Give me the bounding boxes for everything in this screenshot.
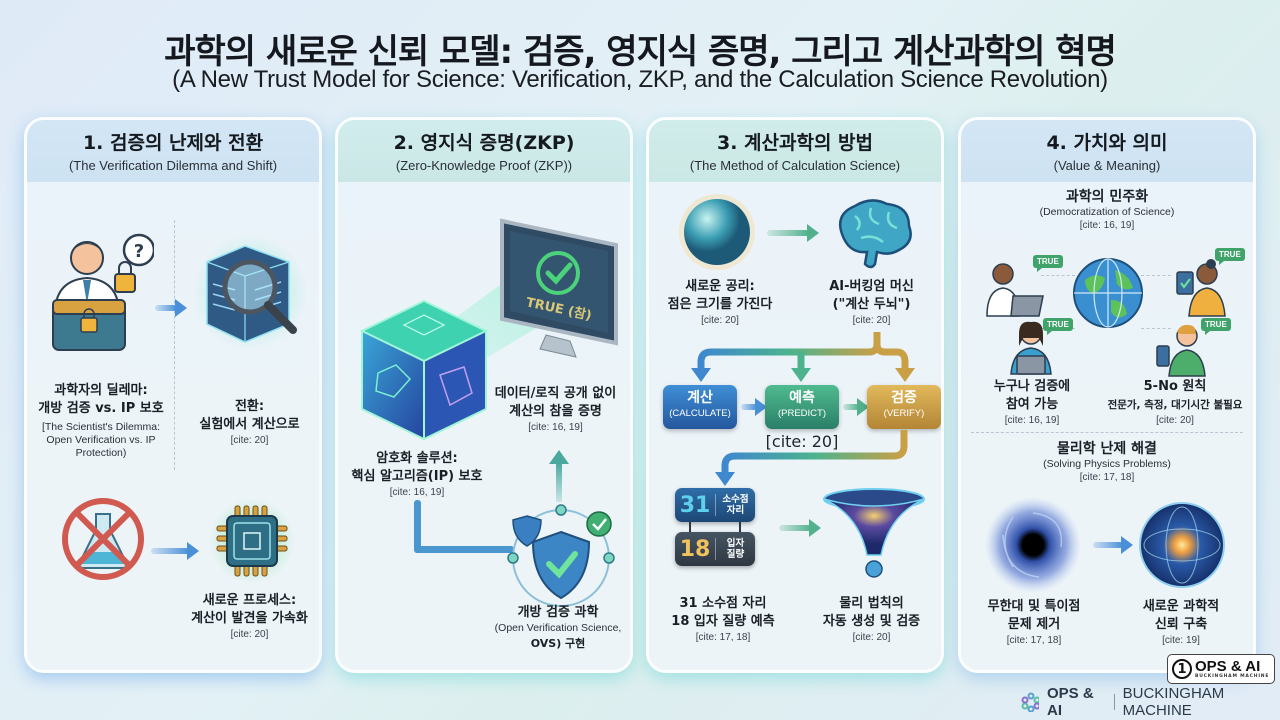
shift-label: 전환: 실험에서 계산으로 [cite: 20]: [199, 399, 300, 446]
panel-value-meaning: 4. 가치와 의미 (Value & Meaning) 과학의 민주화 (Dem…: [958, 117, 1256, 673]
person-laptop-icon: [1010, 321, 1052, 375]
arrow-right-icon: [1093, 536, 1133, 554]
brand-tagline: BUCKINGHAM MACHINE: [1122, 685, 1225, 719]
arrow-right-icon: [741, 398, 767, 416]
scientific-trust-label: 새로운 과학적 신뢰 구축 [cite: 19]: [1142, 599, 1220, 646]
zkp-proof-label: 데이터/로직 공개 없이 계산의 참을 증명 [cite: 16, 19]: [494, 386, 617, 433]
panel-subtitle: (The Method of Calculation Science): [689, 158, 901, 173]
true-tag: TRUE: [1043, 318, 1073, 335]
brand-name: OPS & AI: [1046, 685, 1094, 719]
panel-subtitle: (Zero-Knowledge Proof (ZKP)): [395, 158, 573, 173]
ops-ai-badge: 1 OPS & AI BUCKINGHAM MACHINE: [1167, 654, 1275, 684]
crypto-solution-label: 암호화 솔루션: 핵심 알고리즘(IP) 보호 [cite: 16, 19]: [351, 451, 483, 498]
buckingham-machine-label: AI-버킹엄 머신 ("계산 두뇌") [cite: 20]: [829, 279, 914, 326]
singularity-label: 무한대 및 특이점 문제 제거 [cite: 17, 18]: [987, 599, 1081, 646]
scientist-laptop-icon: [986, 263, 1044, 317]
server-magnifier-icon: [195, 234, 308, 350]
new-process-label: 새로운 프로세스: 계산이 발견을 가속화 [cite: 20]: [191, 593, 308, 640]
no-lab-flask-icon: [62, 498, 144, 580]
prediction-label: 31 소수점 자리 18 입자 질량 예측 [cite: 17, 18]: [671, 596, 775, 643]
true-tag: TRUE: [1215, 248, 1245, 265]
anyone-verify-label: 누구나 검증에 참여 가능 [cite: 16, 19]: [993, 379, 1071, 426]
panel-subtitle: (The Verification Dilemma and Shift): [68, 158, 278, 173]
arrow-right-icon: [843, 398, 869, 416]
page-title: 과학의 새로운 신뢰 모델: 검증, 영지식 증명, 그리고 계산과학의 혁명: [164, 32, 1117, 72]
step-predict: 예측 (PREDICT): [765, 385, 839, 429]
panel-title: 2. 영지식 증명(ZKP): [393, 132, 575, 154]
brand-separator: [1113, 694, 1115, 710]
true-tag: TRUE: [1201, 318, 1231, 335]
panel-verification-dilemma: 1. 검증의 난제와 전환 (The Verification Dilemma …: [24, 117, 322, 673]
physics-laws-label: 물리 법칙의 자동 생성 및 검증 [cite: 20]: [822, 596, 921, 643]
panel-header: 2. 영지식 증명(ZKP) (Zero-Knowledge Proof (ZK…: [338, 120, 630, 182]
panel-zkp: 2. 영지식 증명(ZKP) (Zero-Knowledge Proof (ZK…: [335, 117, 633, 673]
connector-line: [739, 522, 741, 532]
badge-title: OPS & AI: [1195, 658, 1261, 675]
cosmic-funnel-icon: [823, 488, 925, 578]
steps-cite: [cite: 20]: [765, 432, 839, 451]
return-arrow-icon: [715, 430, 908, 486]
crypto-cube-icon: [359, 299, 489, 441]
arrow-right-icon: [151, 542, 199, 560]
step-calculate: 계산 (CALCULATE): [663, 385, 737, 429]
globe-icon: [1073, 258, 1143, 328]
brain-icon: [838, 199, 912, 269]
footer-brand: OPS & AI BUCKINGHAM MACHINE: [1021, 685, 1280, 719]
step-verify: 검증 (VERIFY): [867, 385, 941, 429]
new-axiom-label: 새로운 공리: 점은 크기를 가진다 [cite: 20]: [667, 279, 773, 326]
democratization-heading: 과학의 민주화 (Democratization of Science) [ci…: [1039, 189, 1175, 231]
connector-line: [1141, 275, 1171, 276]
person-tablet-icon: [1176, 259, 1226, 317]
page-subtitle: (A New Trust Model for Science: Verifica…: [172, 66, 1108, 93]
monitor-check-icon: TRUE (참): [500, 218, 618, 358]
sphere-point-icon: [679, 194, 755, 270]
glowing-sphere-icon: [1139, 502, 1225, 588]
connector-line: [1141, 328, 1171, 329]
true-tag: TRUE: [1033, 255, 1063, 272]
ovs-label: 개방 검증 과학 (Open Verification Science, OVS…: [494, 605, 622, 650]
black-hole-icon: [985, 497, 1081, 593]
divider: [174, 220, 175, 470]
panel-subtitle: (Value & Meaning): [1053, 158, 1161, 173]
scientist-with-locked-chest-icon: ?: [52, 233, 154, 351]
connector-line: [689, 522, 691, 532]
arrow-right-icon: [155, 299, 187, 317]
panel-calculation-method: 3. 계산과학의 방법 (The Method of Calculation S…: [646, 117, 944, 673]
cpu-chip-icon: [209, 498, 295, 584]
panel-header: 3. 계산과학의 방법 (The Method of Calculation S…: [649, 120, 941, 182]
person-phone-icon: [1156, 324, 1206, 377]
dilemma-label: 과학자의 딜레마: 개방 검증 vs. IP 보호 [The Scientist…: [38, 383, 164, 459]
section-divider: [971, 432, 1243, 433]
badge-number: 1: [1172, 659, 1192, 679]
arrow-up-head: [549, 450, 569, 464]
panel-title: 1. 검증의 난제와 전환: [82, 132, 264, 154]
connector-line: [414, 546, 514, 553]
five-no-principle-label: 5-No 원칙 전문가, 측정, 대기시간 불필요 [cite: 20]: [1107, 379, 1243, 426]
connector-line: [414, 500, 421, 552]
connector-line: [1041, 275, 1075, 276]
branch-arrows-icon: [691, 332, 915, 382]
panel-header: 1. 검증의 난제와 전환 (The Verification Dilemma …: [27, 120, 319, 182]
brand-logo-icon: [1021, 692, 1039, 712]
arrow-up-icon: [556, 462, 562, 502]
shield-check-icon: [507, 504, 615, 607]
physics-problems-heading: 물리학 난제 해결 (Solving Physics Problems) [ci…: [1043, 441, 1171, 483]
panel-header: 4. 가치와 의미 (Value & Meaning): [961, 120, 1253, 182]
arrow-right-icon: [779, 519, 821, 537]
panel-title: 4. 가치와 의미: [1046, 132, 1168, 154]
svg-text:?: ?: [134, 241, 144, 262]
badge-subtitle: BUCKINGHAM MACHINE: [1195, 674, 1270, 679]
panel-title: 3. 계산과학의 방법: [716, 132, 874, 154]
arrow-right-icon: [767, 224, 819, 242]
